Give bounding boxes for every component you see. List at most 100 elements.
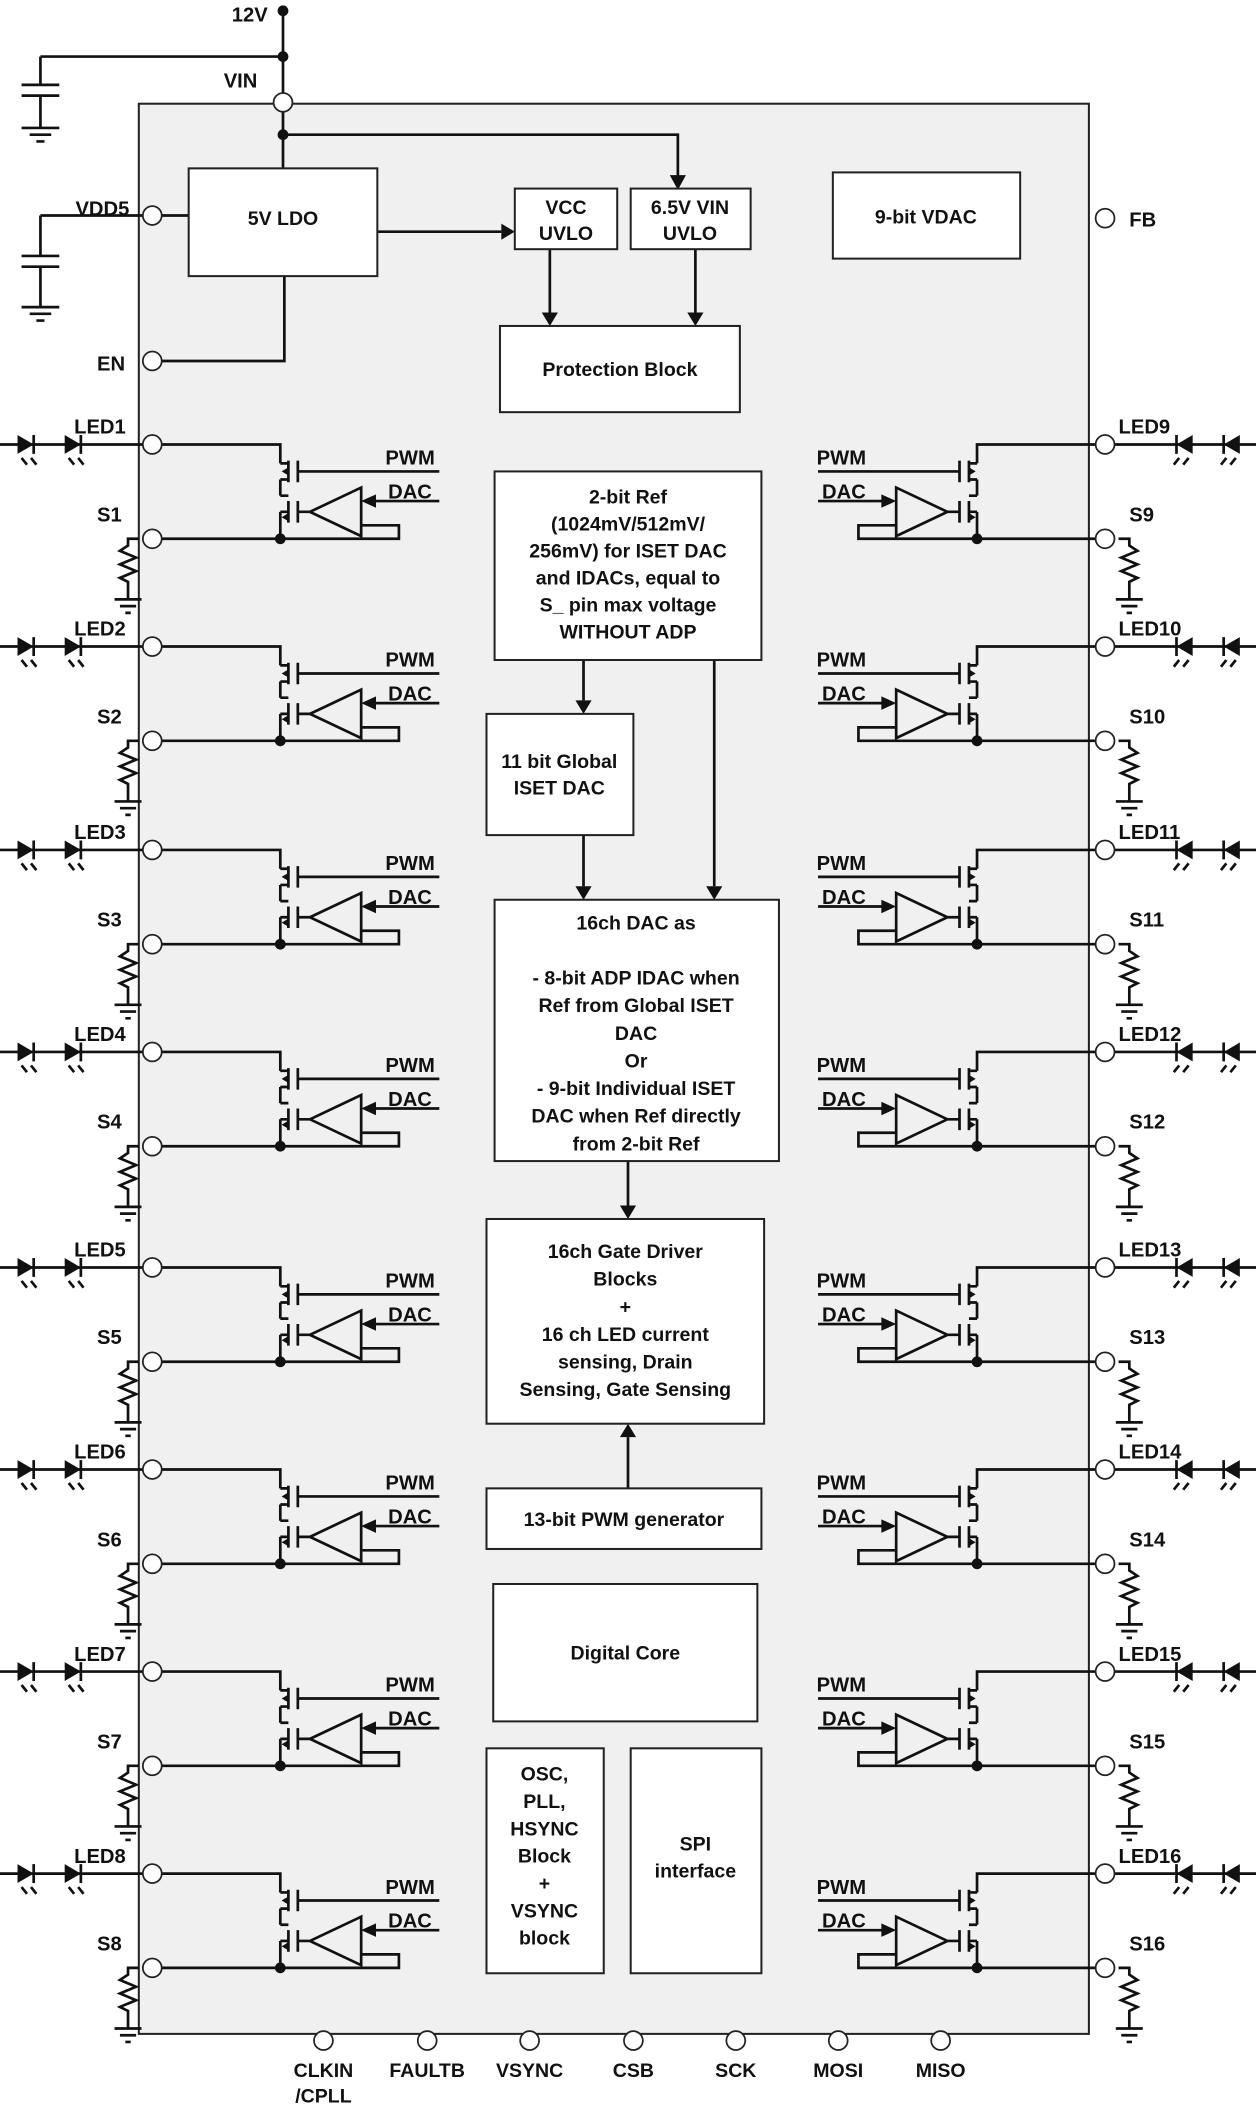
bottom-pin-csb: CSB: [613, 2030, 654, 2082]
osc-label-line: OSC,: [521, 1764, 569, 1786]
s-pin-label: S9: [1129, 504, 1154, 526]
pwm-label: PWM: [385, 650, 434, 672]
led-pin-label: LED15: [1119, 1644, 1182, 1666]
pwm-generator-block: [485, 1487, 763, 1550]
led-emission-icon: [1219, 435, 1237, 466]
channel-mirror: [818, 636, 1256, 817]
led-diode-icon: [1223, 435, 1240, 454]
led-diode-icon: [17, 1460, 34, 1479]
protection-block: [498, 324, 741, 414]
led-pin-label: LED5: [74, 1240, 126, 1262]
center-wiring: [575, 660, 723, 1489]
led-diode-icon: [1176, 1460, 1193, 1479]
led-pin: [1094, 1661, 1116, 1682]
led-diode-icon: [17, 435, 34, 454]
ref-label-line: (1024mV/512mV/: [551, 514, 706, 536]
led-diode-icon: [1223, 1258, 1240, 1277]
led-emission-icon: [1219, 1460, 1237, 1491]
spi-interface-block: [629, 1747, 763, 1975]
led-diode-icon: [17, 1042, 34, 1062]
ref-label-line: and IDACs, equal to: [536, 568, 720, 590]
channel-mirror: [818, 1257, 1256, 1438]
dac-label: DAC: [822, 683, 866, 705]
s-pin: [141, 1755, 163, 1777]
spi-label-line: interface: [655, 1861, 737, 1883]
bottom-pin-label: FAULTB: [389, 2060, 465, 2082]
dac-label: DAC: [822, 1910, 866, 1932]
led-diode-icon: [64, 637, 81, 656]
vdac-block: [831, 171, 1022, 260]
led-emission-icon: [20, 1460, 38, 1491]
dac-label: DAC: [388, 1910, 432, 1932]
s-pin-label: S13: [1129, 1327, 1165, 1349]
pwm-label: PWM: [385, 853, 434, 875]
led-diode-icon: [64, 1258, 81, 1277]
channel-mirror: [818, 1863, 1256, 2044]
channel-mirror: [818, 1041, 1256, 1222]
vcc-uvlo-block: [513, 187, 619, 251]
led-diode-icon: [1176, 1042, 1193, 1062]
protection-label: Protection Block: [542, 359, 697, 381]
pwm-generator-label: 13-bit PWM generator: [524, 1509, 725, 1531]
junction-dot: [274, 1558, 286, 1570]
s-pin: [1094, 1351, 1116, 1373]
led-emission-icon: [67, 637, 85, 668]
led-emission-icon: [1172, 637, 1190, 668]
led-emission-icon: [20, 435, 38, 466]
led-pin: [1094, 636, 1116, 657]
led-emission-icon: [20, 1662, 38, 1693]
junction-dot: [274, 1962, 286, 1974]
dac16-label-line: - 9-bit Individual ISET: [537, 1078, 736, 1100]
s-pin: [1094, 730, 1116, 752]
dac16-label-line: 16ch DAC as: [576, 912, 695, 934]
osc-label-line: HSYNC: [510, 1818, 578, 1840]
led-diode-icon: [1176, 1662, 1193, 1681]
junction-dot: [274, 1356, 286, 1368]
s-pin: [141, 1553, 163, 1575]
led-pin: [1094, 1041, 1116, 1063]
s-pin: [141, 933, 163, 955]
led-pin-label: LED4: [74, 1024, 126, 1046]
led-pin: [1094, 839, 1116, 861]
led-pin: [141, 636, 163, 657]
junction-dot: [971, 1558, 983, 1570]
led-diode-icon: [64, 1460, 81, 1479]
led-diode-icon: [17, 840, 34, 860]
bottom-pin-label: SCK: [715, 2060, 756, 2082]
s-pin-label: S7: [97, 1731, 122, 1753]
junction-dot: [274, 938, 286, 950]
osc-label-line: VSYNC: [511, 1900, 578, 1922]
junction-dot: [971, 1760, 983, 1772]
bottom-pin-faultb: FAULTB: [389, 2030, 465, 2082]
junction-dot: [274, 735, 286, 747]
led-pin: [141, 1257, 163, 1278]
led-diode-icon: [1176, 840, 1193, 860]
dac16-label-line: Or: [625, 1050, 648, 1072]
led-pin: [141, 1863, 163, 1884]
ref-label-line: WITHOUT ADP: [560, 621, 697, 643]
dac16-label-line: DAC when Ref directly: [531, 1106, 740, 1128]
pwm-label: PWM: [817, 1271, 866, 1293]
pin-circle: [313, 2030, 334, 2051]
junction-dot: [971, 1356, 983, 1368]
led-emission-icon: [1219, 1864, 1237, 1895]
led-emission-icon: [1172, 1042, 1190, 1074]
s-pin-label: S6: [97, 1529, 122, 1551]
digital-core-label: Digital Core: [571, 1642, 681, 1664]
dac16-label-line: Ref from Global ISET: [538, 995, 733, 1017]
global-iset-label-line: 11 bit Global: [501, 751, 617, 773]
gate-driver-label-line: +: [620, 1296, 631, 1318]
label-fb: FB: [1129, 209, 1156, 231]
led-emission-icon: [67, 1042, 85, 1074]
pwm-label: PWM: [817, 853, 866, 875]
ref-label-line: 256mV) for ISET DAC: [529, 541, 726, 563]
junction-dot: [274, 1140, 286, 1152]
junction-dot: [971, 735, 983, 747]
led-pin: [141, 839, 163, 861]
gate-driver-label-line: sensing, Drain: [558, 1351, 693, 1373]
